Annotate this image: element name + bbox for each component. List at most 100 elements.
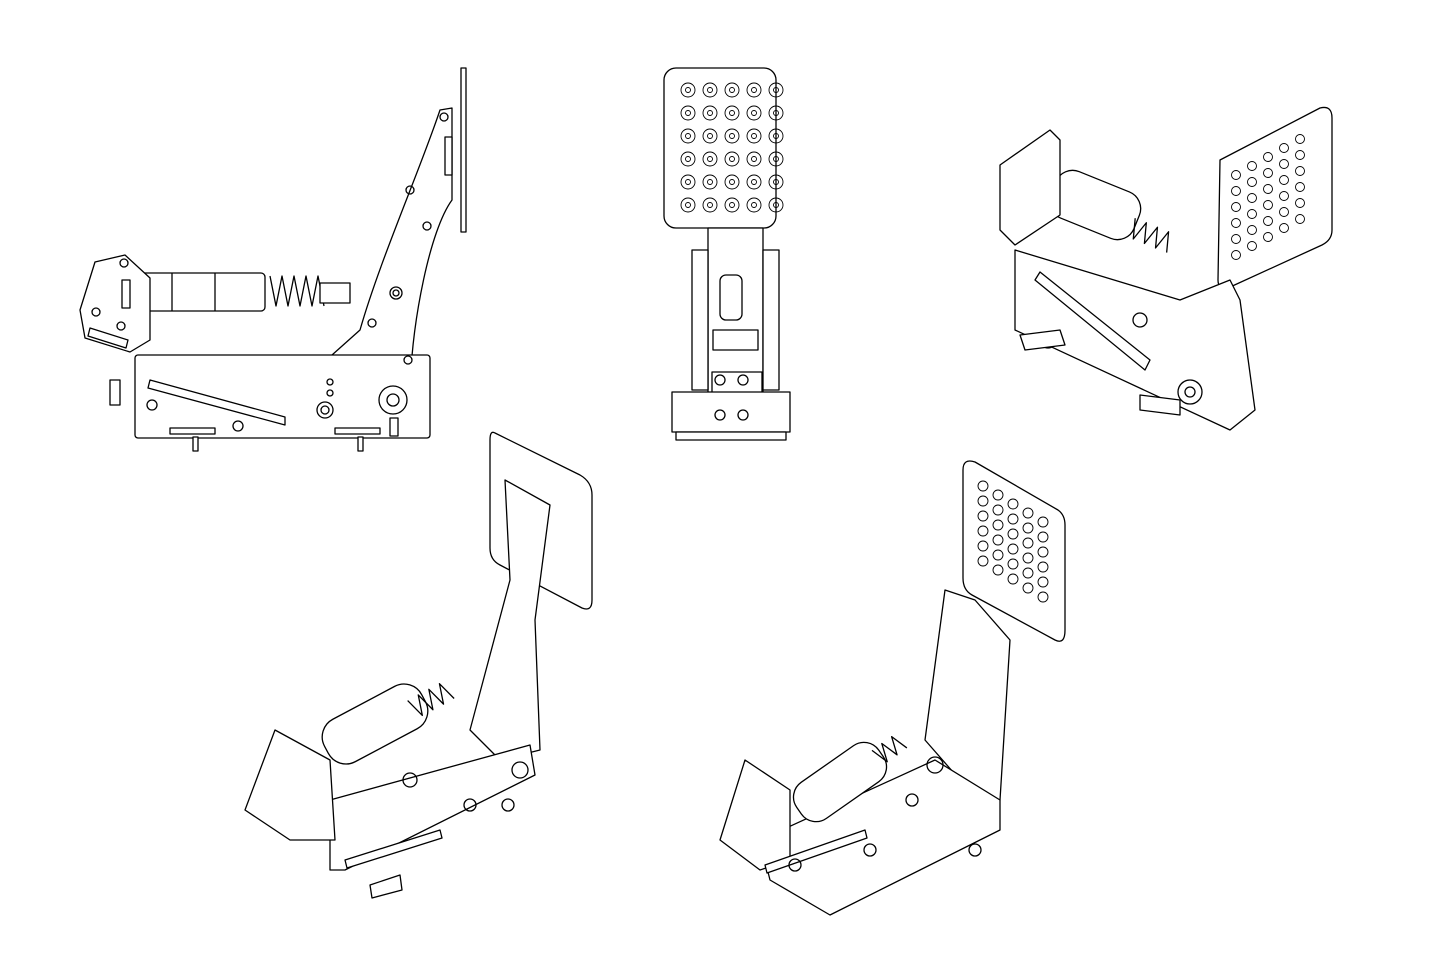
footplate-hole [1263, 184, 1273, 194]
footplate-hole [702, 197, 718, 213]
footplate-hole [680, 128, 696, 144]
footplate-hole [1037, 546, 1049, 558]
footplate-hole [1037, 516, 1049, 528]
pedal-arm [331, 107, 453, 391]
footplate-hole [1263, 168, 1273, 178]
footplate-hole [1231, 218, 1241, 228]
footplate-hole [1279, 159, 1289, 169]
footplate-hole [977, 495, 989, 507]
footplate-hole [724, 197, 740, 213]
footplate-hole [1279, 175, 1289, 185]
front-view [663, 67, 791, 441]
footplate-hole [1295, 150, 1305, 160]
footplate-hole [1295, 166, 1305, 176]
footplate-hole [1247, 161, 1257, 171]
footplate-hole [746, 174, 762, 190]
footplate-hole [729, 87, 735, 93]
damper-body [321, 683, 429, 765]
base-plate [329, 744, 536, 871]
footplate-hole [768, 197, 784, 213]
footplate-holes [680, 82, 784, 213]
footplate-hole [707, 110, 713, 116]
footplate-hole [685, 179, 691, 185]
footplate-hole [1279, 191, 1289, 201]
iso-view-right-bottom [719, 460, 1066, 916]
footplate-hole [977, 525, 989, 537]
footplate-hole [1247, 225, 1257, 235]
footplate-hole [751, 179, 757, 185]
footplate-hole [1022, 537, 1034, 549]
arm-slot [444, 136, 453, 176]
footplate-hole [773, 156, 779, 162]
footplate-hole [1295, 198, 1305, 208]
footplate-hole [746, 151, 762, 167]
footplate-hole [751, 156, 757, 162]
footplate-hole [1279, 223, 1289, 233]
footplate-hole [685, 202, 691, 208]
rod-end [319, 282, 351, 304]
footplate-hole [1007, 543, 1019, 555]
footplate-hole [977, 540, 989, 552]
footplate-hole [1022, 552, 1034, 564]
footplate-hole [1247, 209, 1257, 219]
footplate-iso [962, 460, 1066, 642]
base-slot [147, 379, 286, 426]
footplate-hole [707, 87, 713, 93]
footplate-hole [746, 105, 762, 121]
footplate-hole [1247, 193, 1257, 203]
footplate-holes [977, 480, 1049, 603]
footplate-hole [773, 87, 779, 93]
footplate-hole [992, 549, 1004, 561]
front-bracket [244, 729, 336, 841]
front-bracket [999, 129, 1061, 246]
footplate-hole [992, 489, 1004, 501]
spring [269, 275, 325, 307]
footplate-hole [1231, 170, 1241, 180]
footplate-hole [680, 105, 696, 121]
footplate-hole [1037, 576, 1049, 588]
footplate-hole [977, 510, 989, 522]
footplate-hole [992, 519, 1004, 531]
footplate-hole [702, 82, 718, 98]
footplate-hole [751, 87, 757, 93]
footplate-hole [768, 128, 784, 144]
footplate-hole [729, 202, 735, 208]
footplate-hole [729, 133, 735, 139]
footplate-hole [768, 105, 784, 121]
footplate-hole [773, 202, 779, 208]
footplate-hole [707, 202, 713, 208]
footplate-hole [1037, 561, 1049, 573]
footplate-hole [1022, 507, 1034, 519]
footplate-hole [1022, 582, 1034, 594]
footplate-hole [773, 179, 779, 185]
pedal-arm [469, 479, 551, 761]
footplate-hole [680, 151, 696, 167]
footplate-hole [1295, 134, 1305, 144]
footplate-hole [707, 156, 713, 162]
front-bracket [719, 759, 791, 871]
footplate-hole [1231, 186, 1241, 196]
footplate-hole [1007, 573, 1019, 585]
base-plate [759, 759, 1001, 916]
footplate-hole [1231, 202, 1241, 212]
footplate-hole [729, 156, 735, 162]
footplate-hole [1037, 591, 1049, 603]
footplate-hole [1295, 182, 1305, 192]
footplate-hole [992, 564, 1004, 576]
footplate-hole [1295, 214, 1305, 224]
footplate-hole [773, 133, 779, 139]
footplate-hole [707, 133, 713, 139]
footplate-hole [724, 151, 740, 167]
footplate-hole [685, 156, 691, 162]
bolts [91, 112, 449, 432]
front-bracket [79, 254, 151, 353]
footplate-hole [1022, 567, 1034, 579]
footplate-hole [1263, 216, 1273, 226]
footplate-hole [729, 110, 735, 116]
footplate-hole [1022, 522, 1034, 534]
footplate-hole [1007, 513, 1019, 525]
footplate-hole [729, 179, 735, 185]
footplate-hole [751, 110, 757, 116]
footplate-hole [1247, 241, 1257, 251]
footplate-hole [724, 105, 740, 121]
